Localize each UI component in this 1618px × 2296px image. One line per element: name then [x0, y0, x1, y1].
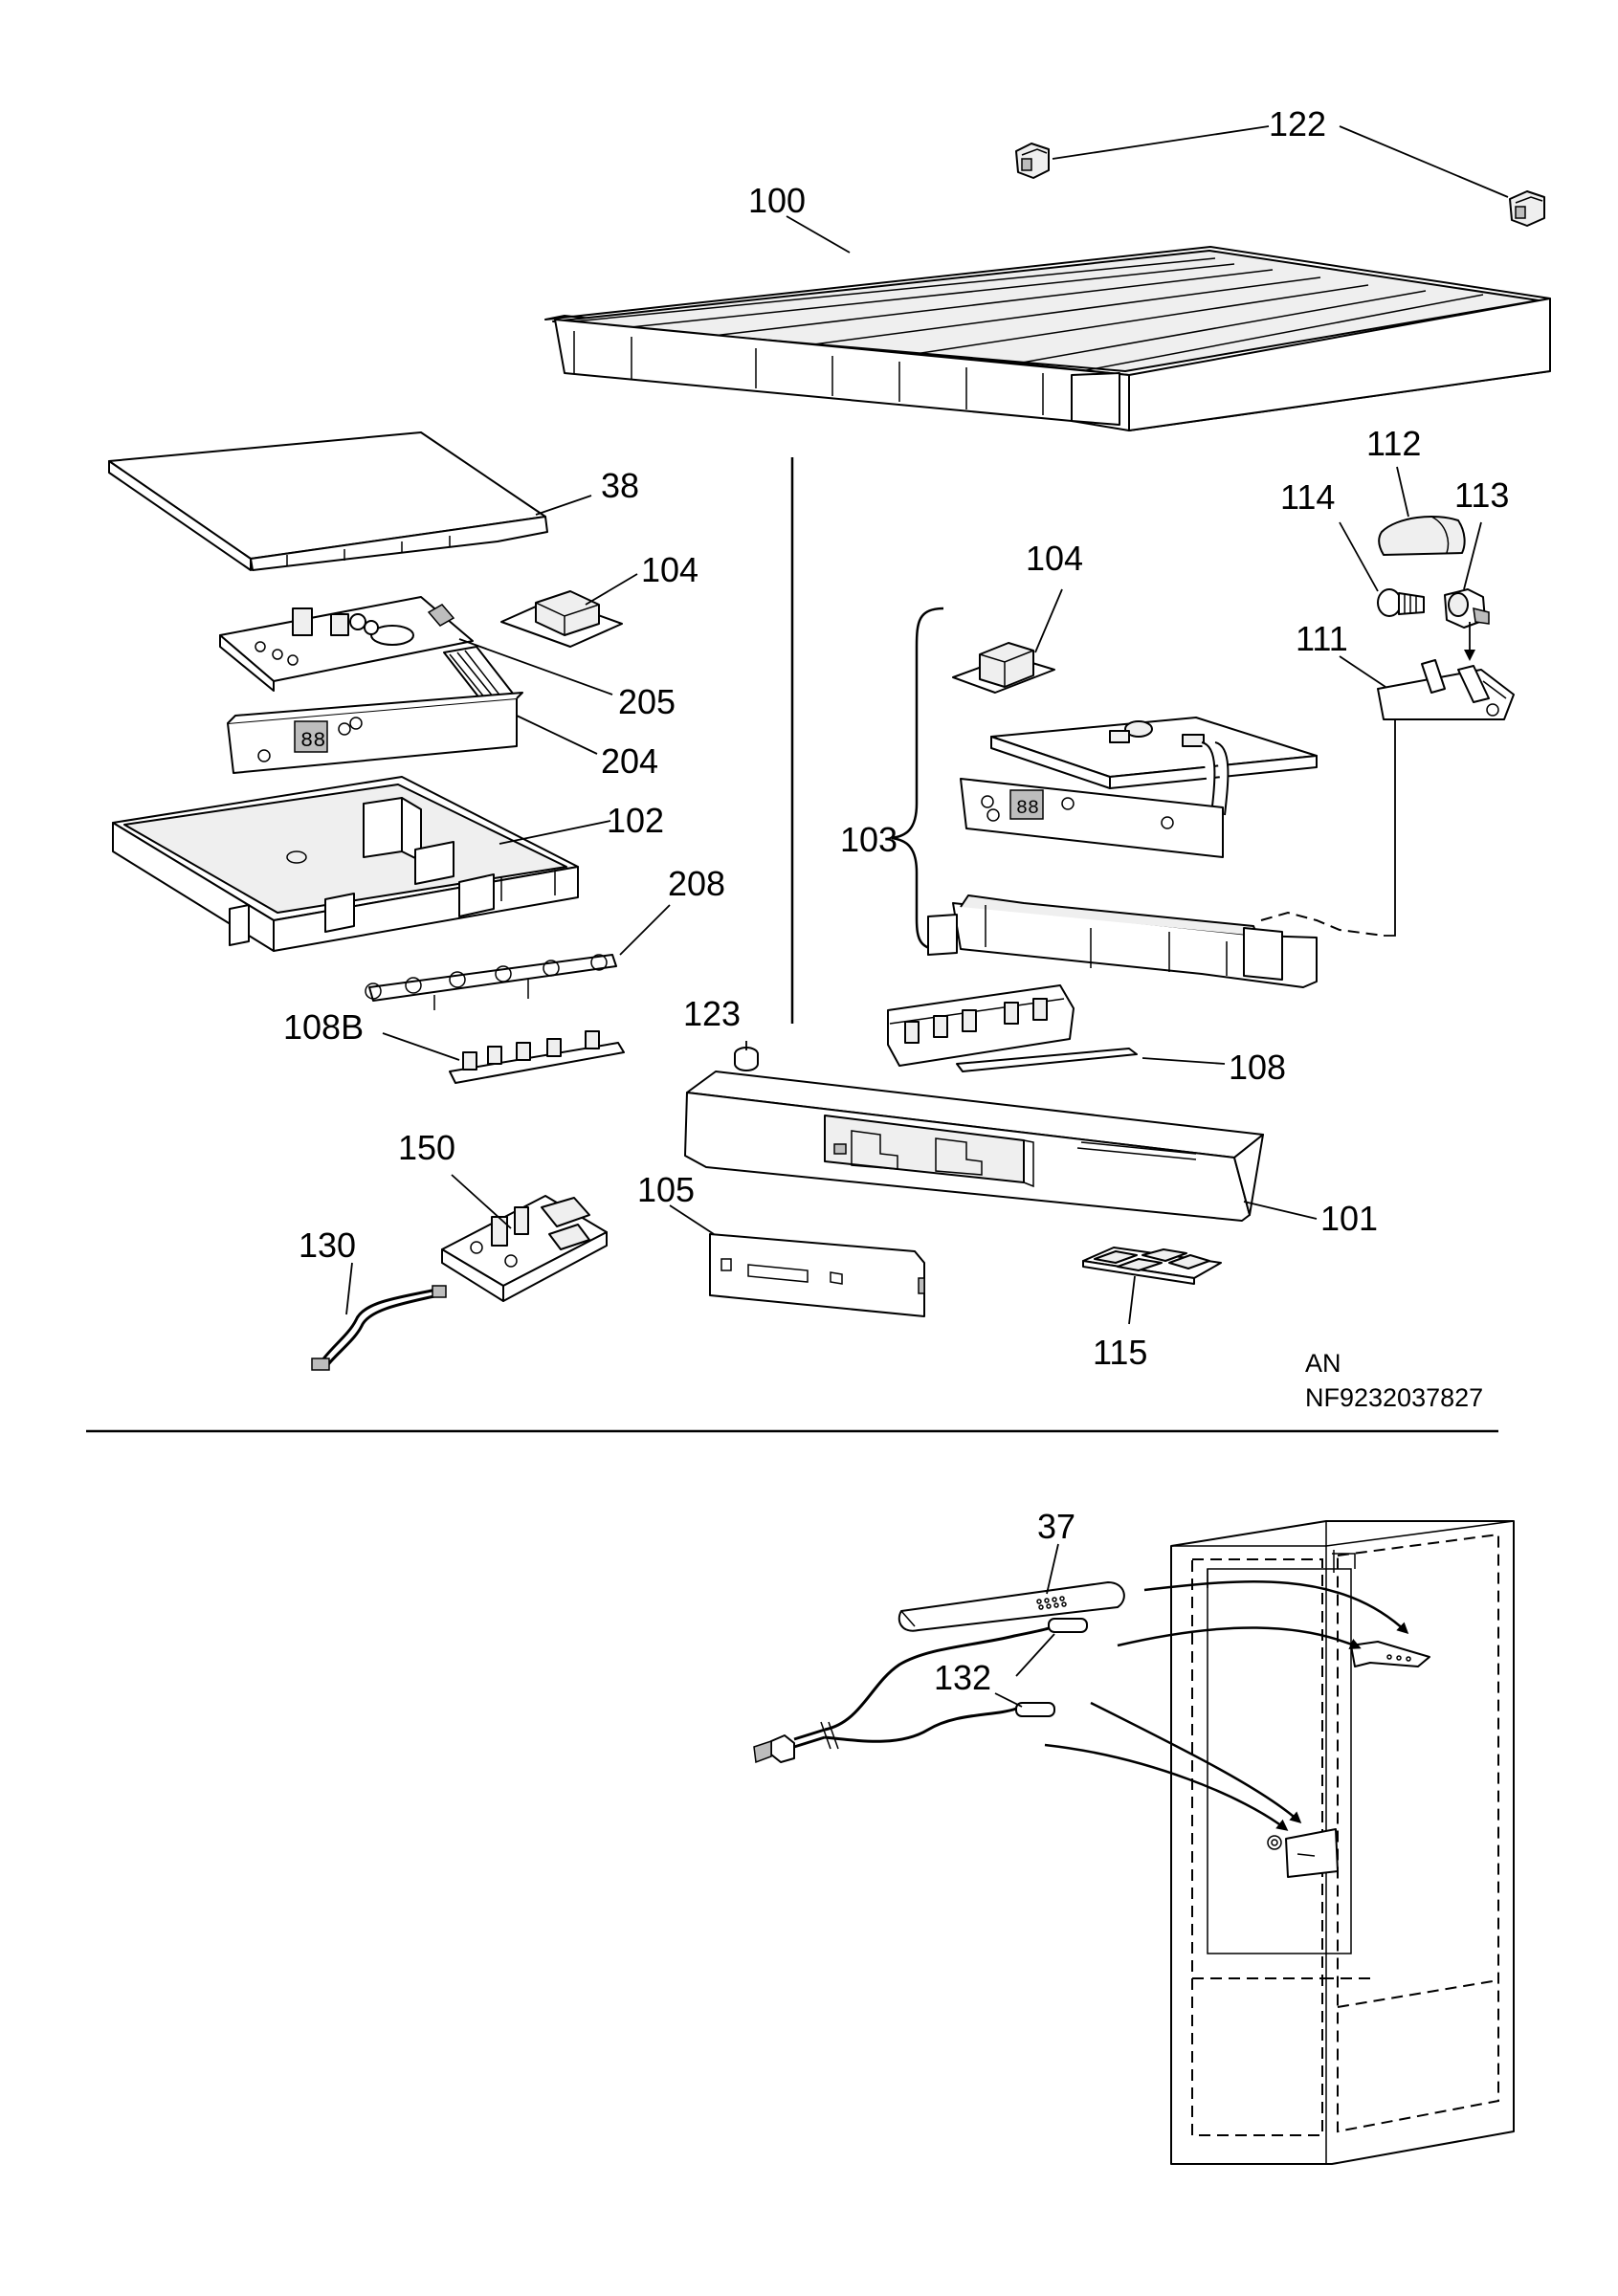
leader-37 [1046, 1543, 1059, 1595]
leader-114 [1339, 521, 1379, 592]
leader-108b [382, 1032, 460, 1061]
part-123-plug [734, 1047, 759, 1071]
part-101-control-panel [684, 1071, 1264, 1222]
part-103-housing [927, 894, 1318, 988]
label-104-left: 104 [641, 550, 698, 589]
arrow-sensor-lower [1044, 1743, 1289, 1831]
label-111: 111 [1296, 619, 1348, 658]
label-100: 100 [748, 181, 806, 220]
leader-208 [619, 904, 671, 956]
leader-38 [535, 495, 592, 516]
leader-115 [1128, 1275, 1136, 1325]
leader-104b [1034, 588, 1063, 653]
arrow-37-to-cabinet [1143, 1580, 1409, 1635]
label-115: 115 [1093, 1333, 1147, 1372]
label-108: 108 [1229, 1048, 1286, 1087]
label-108b: 108B [283, 1007, 364, 1047]
label-132: 132 [934, 1658, 991, 1697]
label-122: 122 [1269, 104, 1326, 144]
label-205: 205 [618, 682, 676, 721]
leader-132a [1015, 1633, 1055, 1677]
leader-111 [1339, 655, 1386, 688]
leader-101 [1243, 1201, 1318, 1220]
part-208-light-pipe [365, 954, 617, 1010]
cabinet-outline [1170, 1520, 1515, 2165]
part-115-filter-grille [1082, 1247, 1222, 1285]
leader-112 [1396, 466, 1409, 518]
part-150-power-board [441, 1195, 608, 1302]
part-113-lamp-socket [1444, 588, 1490, 629]
part-38-board-cover [108, 431, 548, 571]
part-205-control-board [219, 596, 474, 692]
leader-130 [345, 1262, 353, 1315]
label-204: 204 [601, 741, 658, 781]
label-130: 130 [299, 1225, 356, 1265]
leader-205 [458, 638, 613, 695]
part-100-top-cover [544, 246, 1551, 431]
arrow-sensor-upper [1090, 1701, 1302, 1823]
label-123: 123 [683, 994, 741, 1033]
footer-line-1: AN [1305, 1349, 1341, 1378]
leader-150 [451, 1174, 512, 1229]
leader-102 [499, 820, 611, 845]
part-204-display-board: 88 [227, 646, 523, 774]
label-208: 208 [668, 864, 725, 903]
leader-104a [585, 573, 638, 606]
part-111-lamp-holder [1377, 659, 1515, 720]
part-37-sensor-holder [898, 1581, 1125, 1632]
part-104-transformer-left [500, 590, 623, 648]
leader-105 [669, 1204, 715, 1235]
part-103-display-board: 88 [960, 778, 1224, 858]
label-38: 38 [601, 466, 639, 505]
part-122-clip-right [1509, 190, 1545, 227]
label-101: 101 [1320, 1199, 1378, 1238]
part-112-lamp-cover [1378, 516, 1466, 556]
label-105: 105 [637, 1170, 695, 1209]
arrow-sensor-to-cabinet [1117, 1626, 1362, 1649]
part-104-transformer-right [952, 642, 1055, 694]
part-103-bracket [891, 607, 944, 953]
part-103-control-board [990, 717, 1318, 816]
part-105-overlay [709, 1233, 925, 1317]
label-103: 103 [840, 820, 898, 859]
label-112: 112 [1366, 424, 1421, 463]
leader-204 [516, 715, 598, 755]
leader-100 [786, 215, 851, 254]
part-130-cable [311, 1285, 447, 1371]
label-114: 114 [1280, 477, 1335, 517]
leader-122a [1052, 125, 1270, 160]
part-122-clip-left [1015, 143, 1050, 179]
dashed-connector [1260, 911, 1385, 937]
svg-text:88: 88 [300, 729, 325, 753]
leader-122b [1339, 125, 1509, 198]
part-132-sensor-harness [753, 1618, 1088, 1764]
label-102: 102 [607, 801, 664, 840]
part-114-lamp-bulb [1377, 588, 1425, 617]
part-108b-switch-strip [449, 1030, 625, 1084]
label-37: 37 [1037, 1507, 1075, 1546]
leader-132b [994, 1692, 1023, 1708]
part-102-control-housing [112, 776, 579, 952]
link-line-111 [1384, 719, 1396, 937]
leader-113 [1463, 521, 1482, 590]
leader-108 [1141, 1057, 1226, 1065]
part-108-switch-strip [887, 984, 1138, 1072]
footer-line-2: NF9232037827 [1305, 1383, 1483, 1412]
label-104-right: 104 [1026, 539, 1083, 578]
svg-text:88: 88 [1016, 798, 1039, 820]
label-113: 113 [1454, 475, 1509, 515]
label-150: 150 [398, 1128, 455, 1167]
